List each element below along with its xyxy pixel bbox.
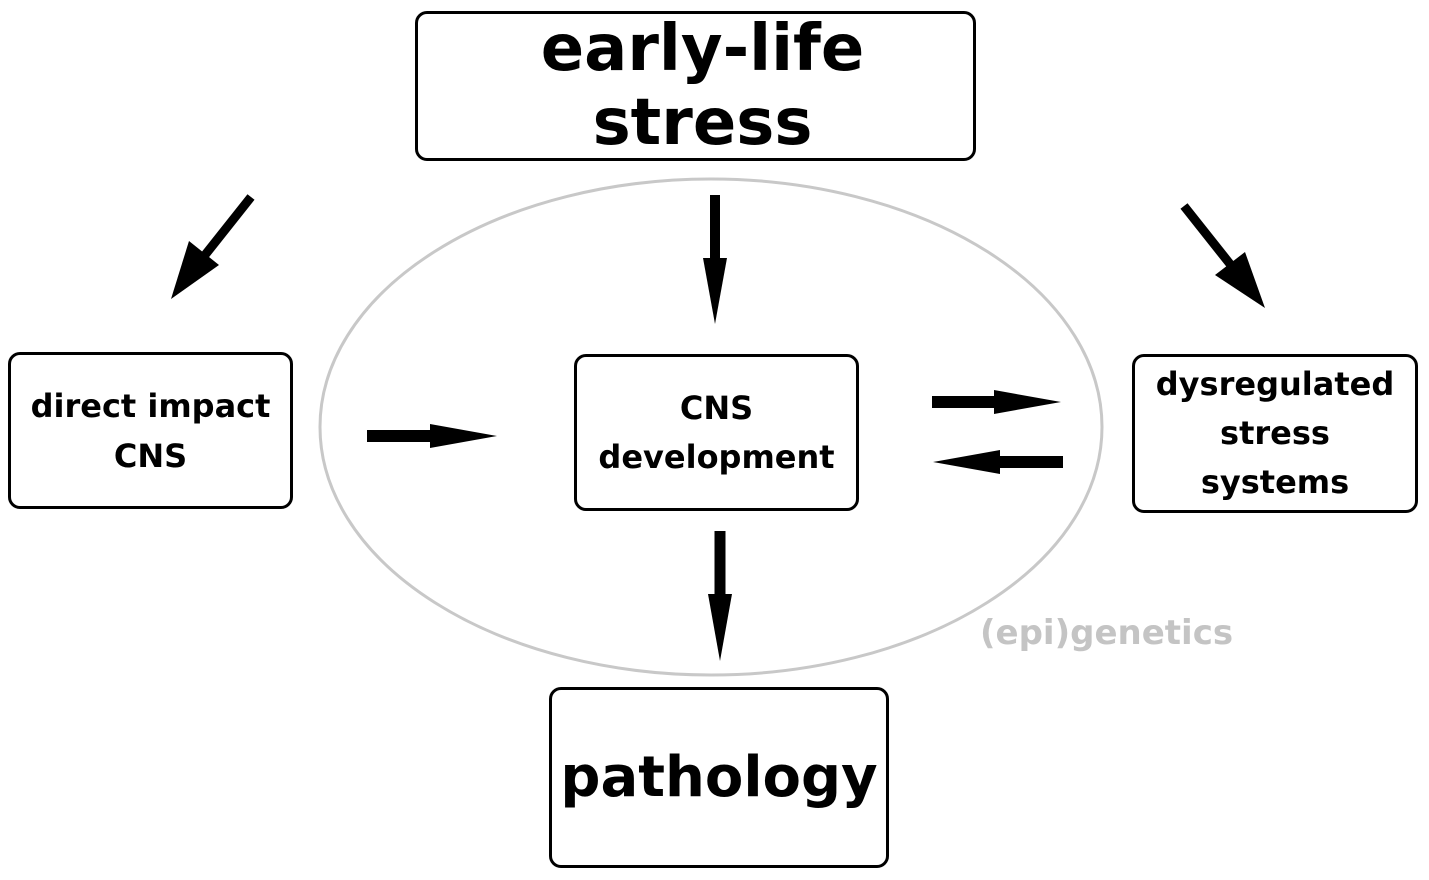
arrow-direct-impact-to-cns-development <box>367 424 497 448</box>
arrow-stress-to-cns-development <box>703 195 727 324</box>
node-pathology: pathology <box>549 687 889 868</box>
node-pathology-label: pathology <box>560 745 878 810</box>
epigenetics-label: (epi)genetics <box>980 613 1234 653</box>
node-cns-development: CNS development <box>574 354 859 511</box>
node-direct-impact-cns-label: direct impact CNS <box>30 386 271 475</box>
node-cns-development-label: CNS development <box>598 388 835 476</box>
arrow-stress-to-direct-impact <box>171 194 255 299</box>
node-dysregulated-stress-systems-label: dysregulated stress systems <box>1155 365 1395 501</box>
arrow-cns-development-to-pathology <box>708 531 732 661</box>
arrow-cns-development-to-dysregulated <box>932 390 1061 414</box>
node-early-life-stress-label: early-life stress <box>540 12 865 160</box>
arrow-stress-to-dysregulated <box>1180 203 1265 308</box>
node-early-life-stress: early-life stress <box>415 11 976 161</box>
node-direct-impact-cns: direct impact CNS <box>8 352 293 509</box>
arrow-dysregulated-to-cns-development <box>933 450 1063 474</box>
epigenetics-ellipse <box>318 177 1104 677</box>
node-dysregulated-stress-systems: dysregulated stress systems <box>1132 354 1418 513</box>
